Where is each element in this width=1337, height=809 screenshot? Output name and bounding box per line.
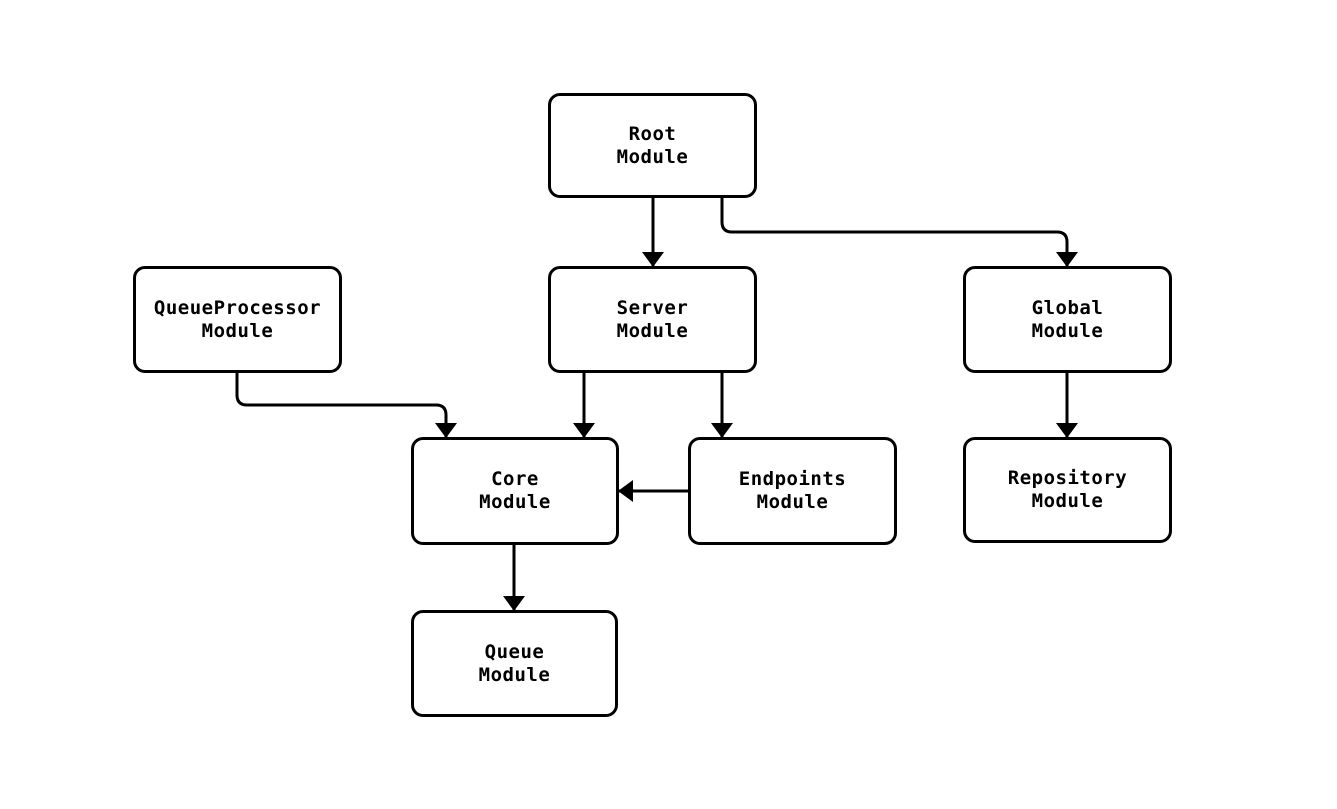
node-server-module: Server Module (548, 266, 757, 373)
node-global-module: Global Module (963, 266, 1172, 373)
node-label: Repository Module (1007, 467, 1128, 512)
node-root-module: Root Module (548, 93, 757, 198)
node-queue-module: Queue Module (411, 610, 618, 717)
node-label: Endpoints Module (738, 468, 847, 513)
edges-group (235, 198, 1078, 611)
node-label: Global Module (1031, 296, 1104, 342)
node-label: Root Module (616, 122, 689, 168)
node-label: Queue Module (478, 640, 551, 686)
node-label: Core Module (479, 468, 551, 513)
node-label: Server Module (616, 296, 689, 342)
edge-root-to-global (720, 198, 1078, 267)
node-core-module: Core Module (411, 437, 619, 545)
node-repository-module: Repository Module (963, 437, 1172, 543)
node-queueprocessor-module: QueueProcessor Module (133, 266, 342, 373)
edge-queueprocessor-to-core (235, 373, 457, 438)
node-label: QueueProcessor Module (153, 296, 322, 342)
node-endpoints-module: Endpoints Module (688, 437, 897, 545)
